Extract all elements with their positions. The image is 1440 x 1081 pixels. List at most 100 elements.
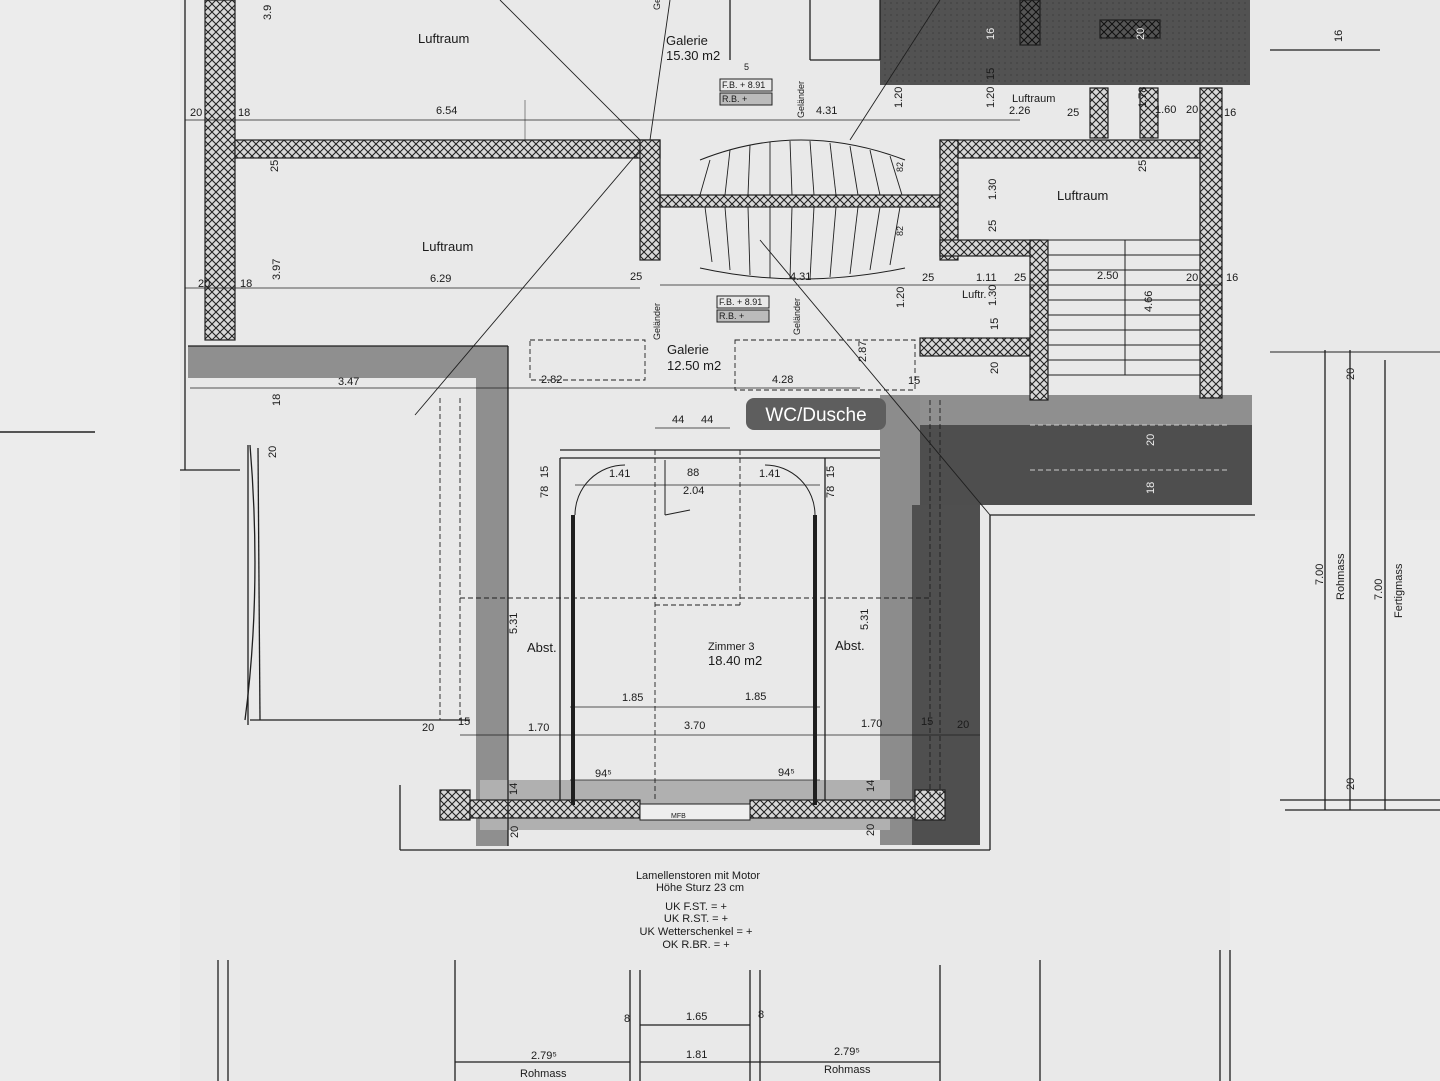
room-luftraum-right: Luftraum: [1057, 188, 1108, 203]
room-galerie-top: Galerie: [666, 33, 708, 48]
dim-141b: 1.41: [759, 468, 780, 480]
dim-250: 2.50: [1097, 270, 1118, 282]
dim-165: 1.65: [686, 1011, 707, 1023]
dim-347: 3.47: [338, 376, 359, 388]
dim-20e: 20: [1186, 272, 1198, 284]
room-zimmer-area: 18.40 m2: [708, 653, 762, 668]
dim-16c: 16: [1226, 272, 1238, 284]
label-rohmass-right: Rohmass: [1335, 553, 1347, 600]
dim-44b: 44: [701, 414, 713, 426]
dim-431b: 4.31: [790, 271, 811, 283]
shaded-zones: [188, 0, 1252, 846]
room-luftraum-mid: Luftraum: [422, 239, 473, 254]
dim-14b: 14: [865, 780, 877, 792]
dim-25c: 25: [1067, 107, 1079, 119]
dim-531b: 5.31: [859, 609, 871, 630]
wc-dusche-badge[interactable]: WC/Dusche: [746, 398, 886, 430]
dim-25b: 25: [630, 271, 642, 283]
dim-111: 1.11: [976, 272, 997, 284]
room-labels: Luftraum Luftraum Luftraum Luftraum 2.26…: [418, 0, 1108, 668]
dim-178: 1.78: [1137, 87, 1149, 108]
rb-level-2: R.B. +: [719, 311, 744, 321]
rb-level-1: R.B. +: [722, 94, 747, 104]
dim-531a: 5.31: [508, 613, 520, 634]
dim-120c: 1.20: [895, 287, 907, 308]
room-galerie-top-area: 15.30 m2: [666, 48, 720, 63]
fb-level-2: F.B. + 8.91: [719, 297, 762, 307]
dim-78a: 78: [539, 486, 551, 498]
dim-130b: 1.30: [987, 285, 999, 306]
dim-94a: 94⁵: [595, 768, 612, 780]
dim-170b: 1.70: [861, 718, 882, 730]
dim-44a: 44: [672, 414, 684, 426]
room-zimmer: Zimmer 3: [708, 641, 754, 653]
dim-700a: 7.00: [1314, 564, 1326, 585]
note-line-1: Lamellenstoren mit Motor: [636, 870, 760, 882]
room-luftraum-small-area: 2.26: [1009, 105, 1030, 117]
dim-20k: 20: [865, 824, 877, 836]
dim-120b: 1.20: [985, 87, 997, 108]
dim-170a: 1.70: [528, 722, 549, 734]
dim-25d2: 25: [1137, 160, 1149, 172]
dim-287: 2.87: [857, 341, 869, 362]
dim-39: 3.9: [262, 5, 274, 20]
dim-431a: 4.31: [816, 105, 837, 117]
dim-20g: 20: [267, 446, 279, 458]
dim-282: 2.82: [541, 374, 562, 386]
dim-20d: 20: [1186, 104, 1198, 116]
room-luftraum-small: Luftraum: [1012, 93, 1055, 105]
dim-82a: 82: [895, 162, 905, 172]
label-rohmass-bottom-2: Rohmass: [824, 1064, 871, 1076]
room-luftraum-top: Luftraum: [418, 31, 469, 46]
dim-18a: 18: [238, 107, 250, 119]
dim-185a: 1.85: [622, 692, 643, 704]
gelaender-2: Geländer: [652, 303, 662, 340]
dim-94b: 94⁵: [778, 767, 795, 779]
fb-level-1: F.B. + 8.91: [722, 80, 765, 90]
dim-466: 4.66: [1143, 291, 1155, 312]
stair-treads: [699, 140, 1200, 361]
dim-20m: 20: [1345, 368, 1357, 380]
dim-15f: 15: [921, 716, 933, 728]
dim-25a: 25: [269, 160, 281, 172]
level-tag-mid: F.B. + 8.91 R.B. +: [716, 295, 770, 323]
dim-82b: 82: [895, 226, 905, 236]
dim-88: 88: [687, 467, 699, 479]
window-mfb: [639, 803, 751, 821]
gelaender-1: Geländer: [796, 81, 806, 118]
dim-181: 1.81: [686, 1049, 707, 1061]
dim-15a: 15: [985, 68, 997, 80]
dimension-labels: 6.54 6.29 3.47 2.82 4.28 4.31 4.31 3.97 …: [190, 5, 1405, 1080]
note-line-5: UK Wetterschenkel = +: [640, 926, 753, 938]
dim-15d: 15: [825, 466, 837, 478]
dim-20j: 20: [509, 826, 521, 838]
dim-25e: 25: [922, 272, 934, 284]
dim-15e: 15: [458, 716, 470, 728]
dim-185b: 1.85: [745, 691, 766, 703]
dim-130a: 1.30: [987, 179, 999, 200]
dim-20h: 20: [422, 722, 434, 734]
dim-20c: 20: [1135, 28, 1147, 40]
label-fertigmass-right: Fertigmass: [1393, 563, 1405, 618]
dim-20i: 20: [957, 719, 969, 731]
dim-5: 5: [744, 62, 749, 72]
dim-8b: 8: [758, 1009, 764, 1021]
dim-25d: 25: [987, 220, 999, 232]
dim-15c: 15: [539, 466, 551, 478]
level-tag-top: F.B. + 8.91 R.B. +: [719, 78, 773, 106]
label-rohmass-bottom-1: Rohmass: [520, 1068, 567, 1080]
dim-18d: 18: [1145, 482, 1157, 494]
room-luftr: Luftr.: [962, 289, 986, 301]
note-line-2: Höhe Sturz 23 cm: [656, 882, 744, 894]
dim-16a: 16: [985, 28, 997, 40]
dim-25e2: 25: [1014, 272, 1026, 284]
outlines: [180, 0, 1440, 1081]
dim-160: 1.60: [1155, 104, 1176, 116]
dim-629: 6.29: [430, 273, 451, 285]
dim-120a: 1.20: [893, 87, 905, 108]
dim-78b: 78: [825, 486, 837, 498]
dim-279b: 2.79⁵: [834, 1046, 860, 1058]
room-galerie-mid: Galerie: [667, 342, 709, 357]
dim-700b: 7.00: [1373, 579, 1385, 600]
